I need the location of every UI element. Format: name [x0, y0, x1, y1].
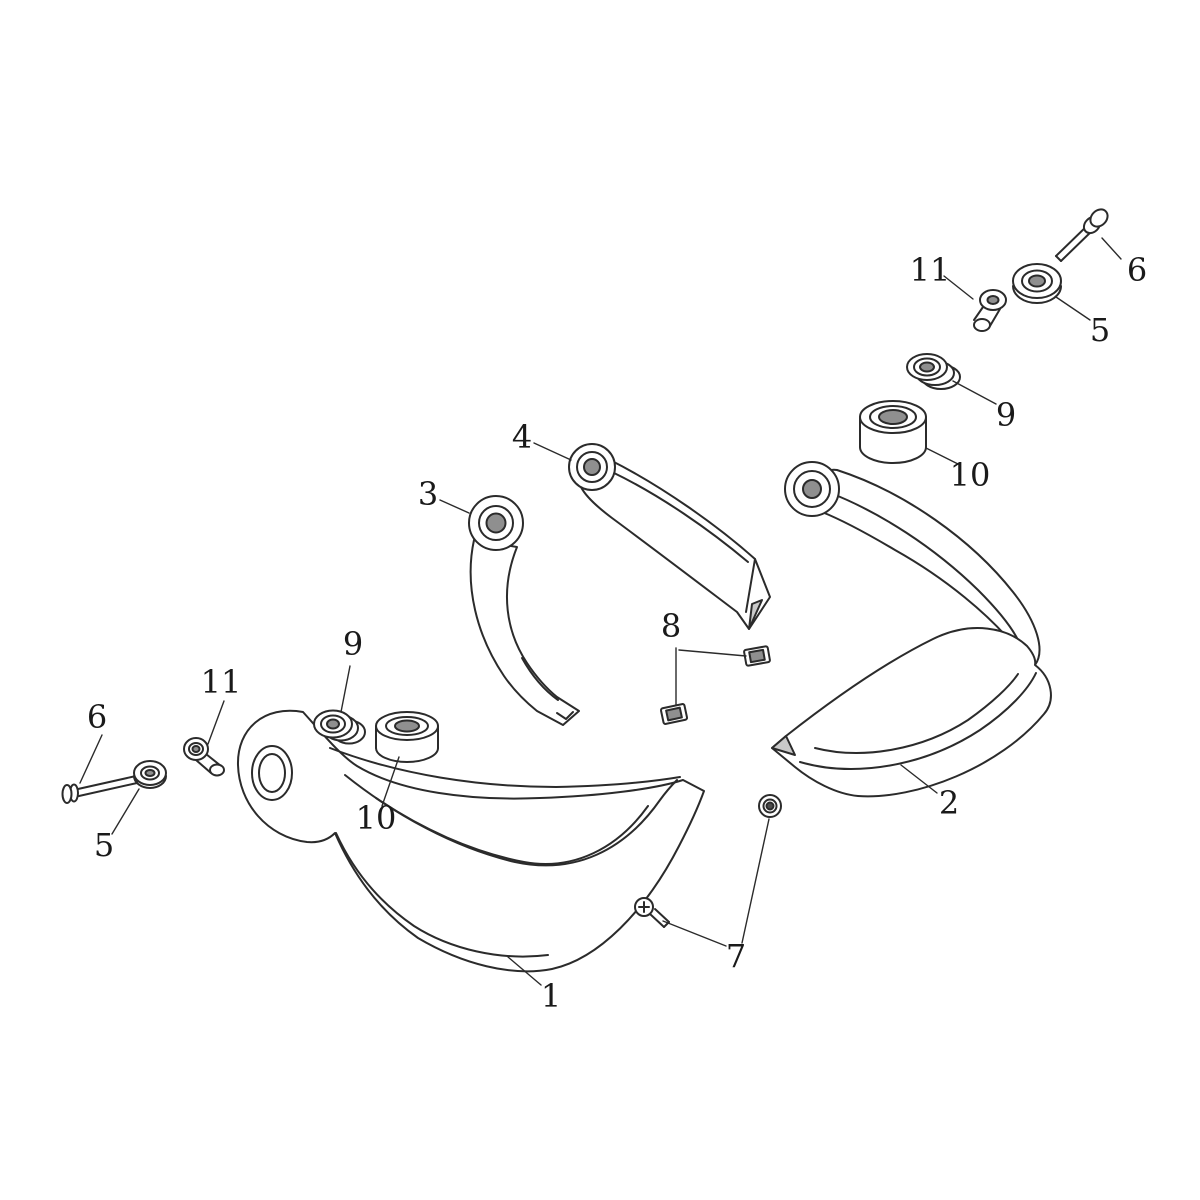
shoulder-bolt-left — [183, 737, 225, 777]
screw — [634, 897, 670, 928]
grommet — [758, 794, 782, 818]
leader-lines — [79, 237, 1122, 986]
clip-lower — [659, 703, 689, 725]
callout-8: 8 — [661, 607, 681, 645]
callout-4: 4 — [512, 418, 532, 456]
shoulder-bolt-top — [973, 289, 1007, 332]
callout-10-top-right: 10 — [950, 456, 991, 494]
callout-2: 2 — [939, 784, 959, 822]
bracket-right — [568, 443, 771, 630]
bracket-left — [468, 495, 580, 726]
callout-3: 3 — [418, 475, 438, 513]
bolt-long-left — [61, 775, 138, 804]
clip-upper — [743, 645, 771, 667]
washer-stack-right — [906, 353, 961, 390]
bolt-long-top-right — [1055, 208, 1109, 262]
callout-5-left: 5 — [94, 826, 114, 864]
washer-stack-left — [313, 709, 366, 745]
callout-11-top: 11 — [910, 251, 951, 289]
bush-left — [375, 711, 439, 763]
callout-1: 1 — [541, 977, 561, 1015]
bush-right — [859, 400, 927, 464]
handguard-right — [771, 461, 1052, 798]
callout-9-left: 9 — [343, 625, 363, 663]
callout-11-left: 11 — [201, 663, 242, 701]
callout-6-top-right: 6 — [1127, 251, 1147, 289]
callout-9-top-right: 9 — [996, 396, 1016, 434]
callout-10-left: 10 — [356, 799, 397, 837]
handguard-left — [236, 709, 705, 973]
callout-5-top-right: 5 — [1090, 311, 1110, 349]
callout-labels: 6 11 5 9 10 4 3 8 9 11 6 10 5 2 7 1 — [87, 251, 1147, 1015]
callout-7: 7 — [726, 937, 746, 975]
washer-top-right — [1012, 263, 1062, 304]
washer-left — [133, 760, 167, 789]
callout-6-left: 6 — [87, 698, 107, 736]
